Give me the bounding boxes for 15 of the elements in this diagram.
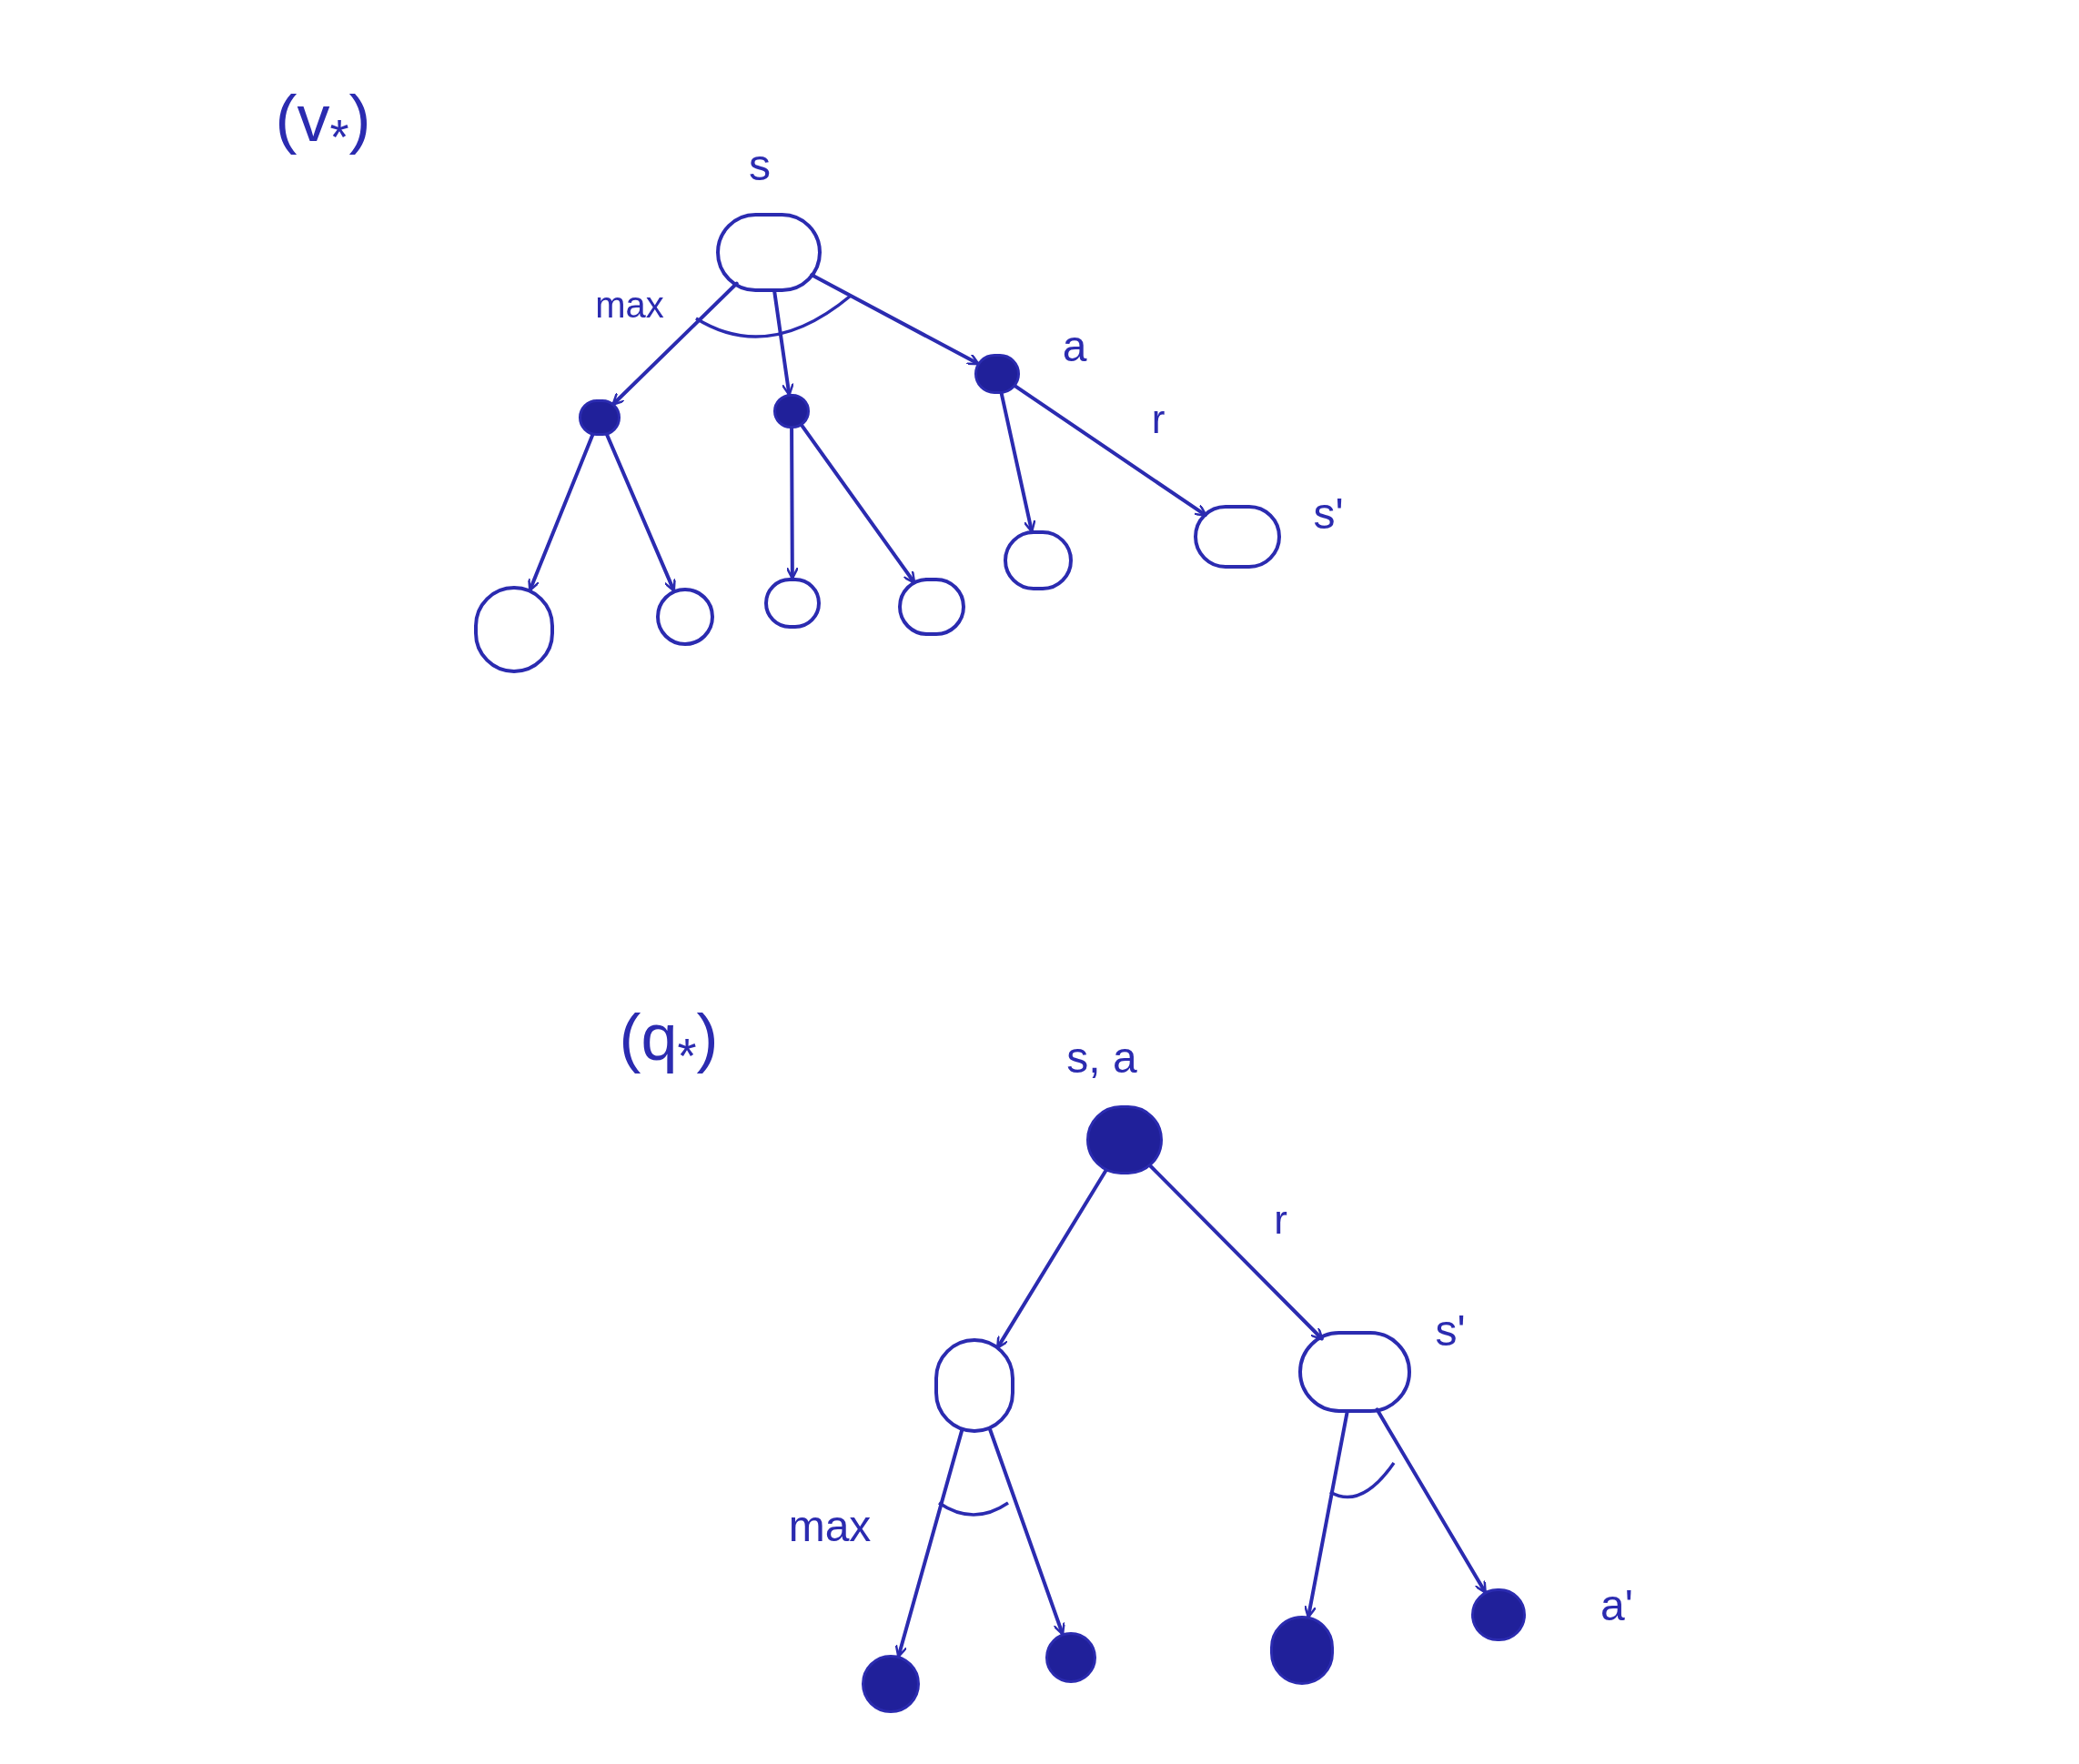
arrow — [800, 423, 916, 584]
arrow — [1375, 1407, 1488, 1594]
arrow — [1013, 384, 1207, 518]
arrow — [785, 427, 800, 580]
node-label: s' — [1435, 1309, 1466, 1353]
arrow — [611, 281, 739, 407]
node-label: a' — [1600, 1584, 1633, 1628]
node-label: a — [1062, 325, 1087, 368]
arrow — [995, 1168, 1108, 1349]
node-label: s, a — [1066, 1036, 1137, 1080]
max-label: max — [788, 1505, 872, 1548]
max-label: max — [595, 287, 664, 323]
node-label: s — [749, 144, 771, 187]
arrow — [1148, 1164, 1324, 1341]
node-label: s' — [1313, 492, 1344, 536]
